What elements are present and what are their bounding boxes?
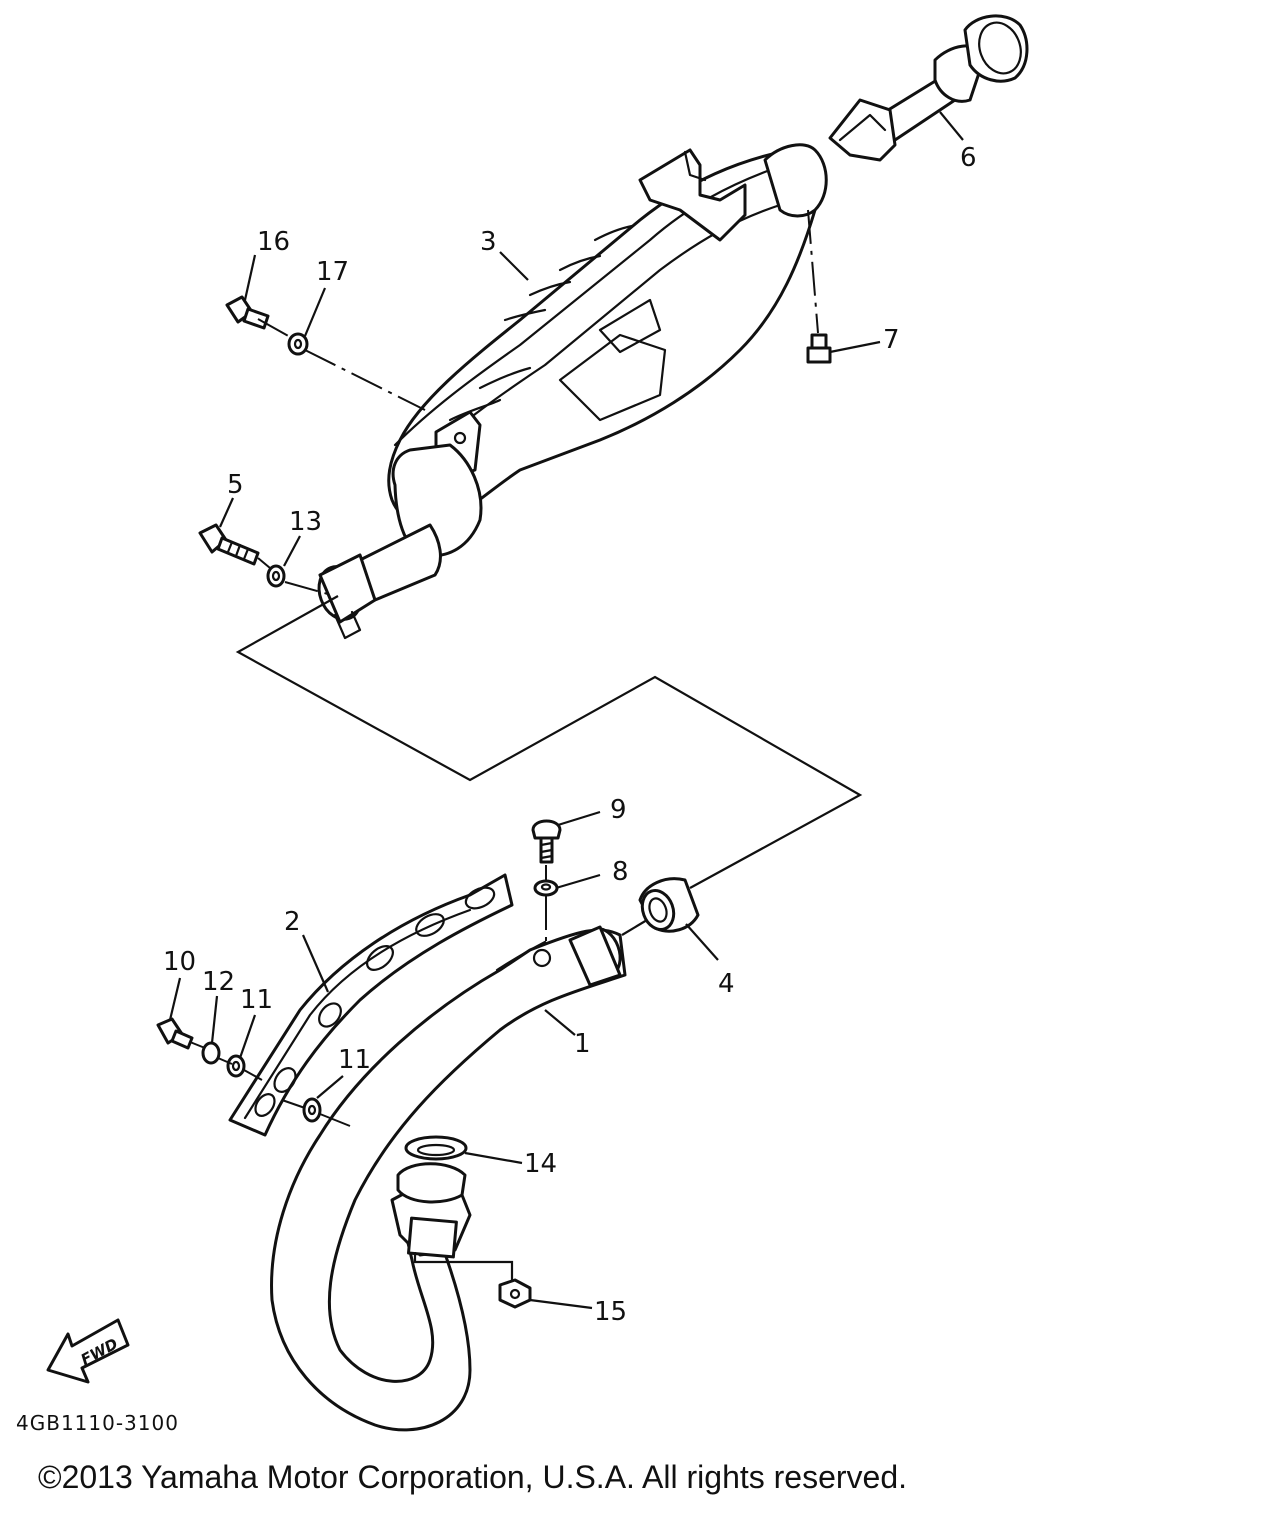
assembly-line-7 [807, 209, 819, 334]
assembly-line-11b [281, 1099, 351, 1127]
callout-15: 15 [594, 1297, 627, 1327]
callout-11a: 11 [240, 985, 273, 1015]
heat-guard-part-2[interactable] [228, 873, 514, 1137]
callout-5: 5 [227, 470, 244, 500]
connection-line-4 [621, 919, 648, 936]
washer-part-11a[interactable] [226, 1054, 246, 1078]
callout-12: 12 [202, 967, 235, 997]
callout-16: 16 [257, 227, 290, 257]
callout-8: 8 [612, 857, 629, 887]
joint-part-4[interactable] [637, 877, 700, 934]
gasket-part-14[interactable] [404, 1135, 468, 1161]
callout-14: 14 [524, 1149, 557, 1179]
callout-7: 7 [883, 325, 900, 355]
bolt-part-16[interactable] [225, 295, 270, 330]
callout-13: 13 [289, 507, 322, 537]
forward-arrow-icon: FWD [46, 1318, 130, 1384]
exhaust-pipe-part-1[interactable] [270, 924, 627, 1432]
assembly-line-5 [257, 557, 336, 597]
connection-frame [235, 595, 863, 889]
bolt-part-7[interactable] [806, 333, 832, 364]
assembly-line-10 [189, 1041, 263, 1081]
washer-part-13[interactable] [266, 564, 286, 588]
diagram-code: 4GB1110-3100 [16, 1411, 179, 1435]
assembly-line-16 [257, 318, 426, 411]
copyright-notice: ©2013 Yamaha Motor Corporation, U.S.A. A… [38, 1459, 908, 1495]
callout-3: 3 [480, 227, 497, 257]
callout-10: 10 [163, 947, 196, 977]
washer-part-11b[interactable] [302, 1097, 322, 1123]
callout-6: 6 [960, 143, 977, 173]
lockwasher-part-12[interactable] [201, 1041, 221, 1065]
callout-2: 2 [284, 907, 301, 937]
nut-part-15[interactable] [498, 1278, 532, 1309]
callout-17: 17 [316, 257, 349, 287]
callout-9: 9 [610, 795, 627, 825]
assembly-line-15 [413, 1252, 514, 1282]
callout-11b: 11 [338, 1045, 371, 1075]
bolt-part-10[interactable] [156, 1017, 194, 1050]
callout-4: 4 [718, 969, 735, 999]
leader-lines [168, 111, 964, 1310]
muffler-assembly[interactable] [312, 143, 828, 640]
washer-part-17[interactable] [287, 332, 309, 356]
bolt-part-5[interactable] [198, 523, 260, 566]
bolt-part-9[interactable] [531, 819, 562, 864]
tail-pipe-part-6[interactable] [828, 14, 1029, 162]
callout-1: 1 [574, 1029, 591, 1059]
washer-part-8[interactable] [533, 879, 559, 897]
